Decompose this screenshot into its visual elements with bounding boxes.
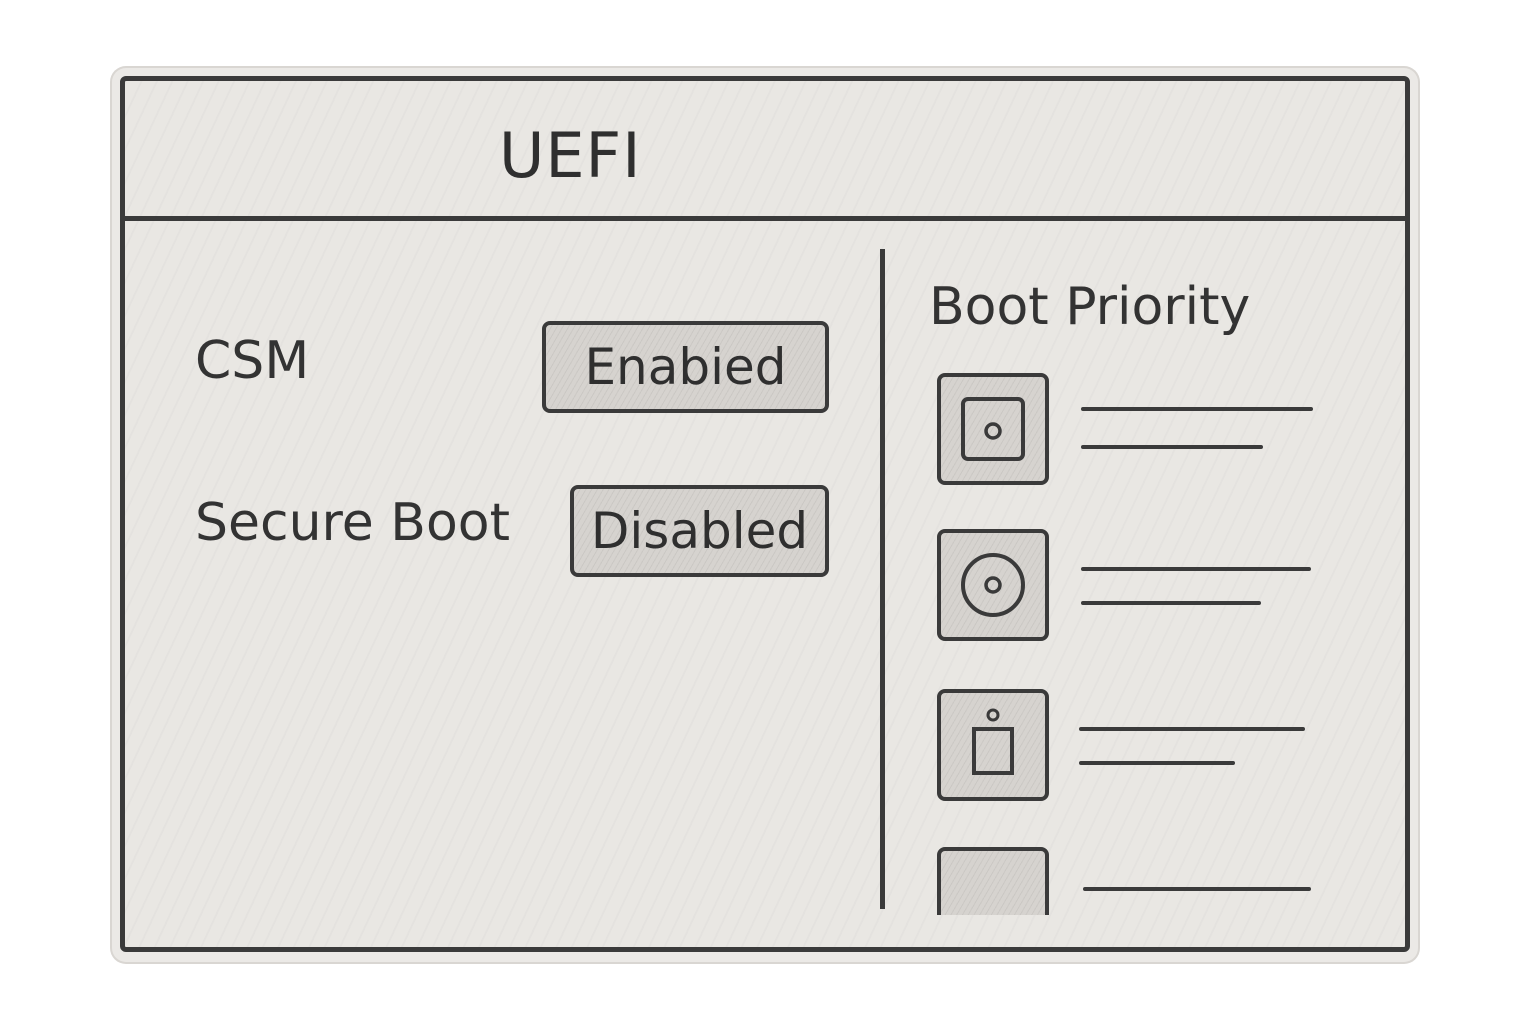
header-bar: UEFI [125, 81, 1405, 221]
csm-toggle-button[interactable]: Enabied [542, 321, 829, 413]
drive-icon [937, 373, 1049, 485]
optical-disc-icon [937, 529, 1049, 641]
csm-label: CSM [195, 331, 310, 391]
boot-priority-item-2[interactable] [937, 529, 1317, 649]
secure-boot-label: Secure Boot [195, 493, 510, 553]
boot-priority-item-3[interactable] [937, 689, 1317, 809]
usb-drive-icon [937, 689, 1049, 801]
boot-item-line [1079, 727, 1305, 731]
device-icon [937, 847, 1049, 915]
boot-priority-item-1[interactable] [937, 373, 1317, 493]
uefi-screen: UEFI CSM Enabied Secure Boot Disabled Bo… [112, 68, 1418, 962]
boot-item-line [1081, 567, 1311, 571]
boot-item-line [1081, 601, 1261, 605]
boot-item-line [1081, 407, 1313, 411]
boot-item-line [1081, 445, 1263, 449]
panel-divider [880, 249, 885, 909]
uefi-window: UEFI CSM Enabied Secure Boot Disabled Bo… [120, 76, 1410, 952]
boot-priority-item-4[interactable] [937, 847, 1317, 915]
boot-item-line [1083, 887, 1311, 891]
boot-priority-title: Boot Priority [929, 277, 1251, 337]
secure-boot-toggle-button[interactable]: Disabled [570, 485, 829, 577]
window-title: UEFI [499, 119, 642, 192]
boot-item-line [1079, 761, 1235, 765]
